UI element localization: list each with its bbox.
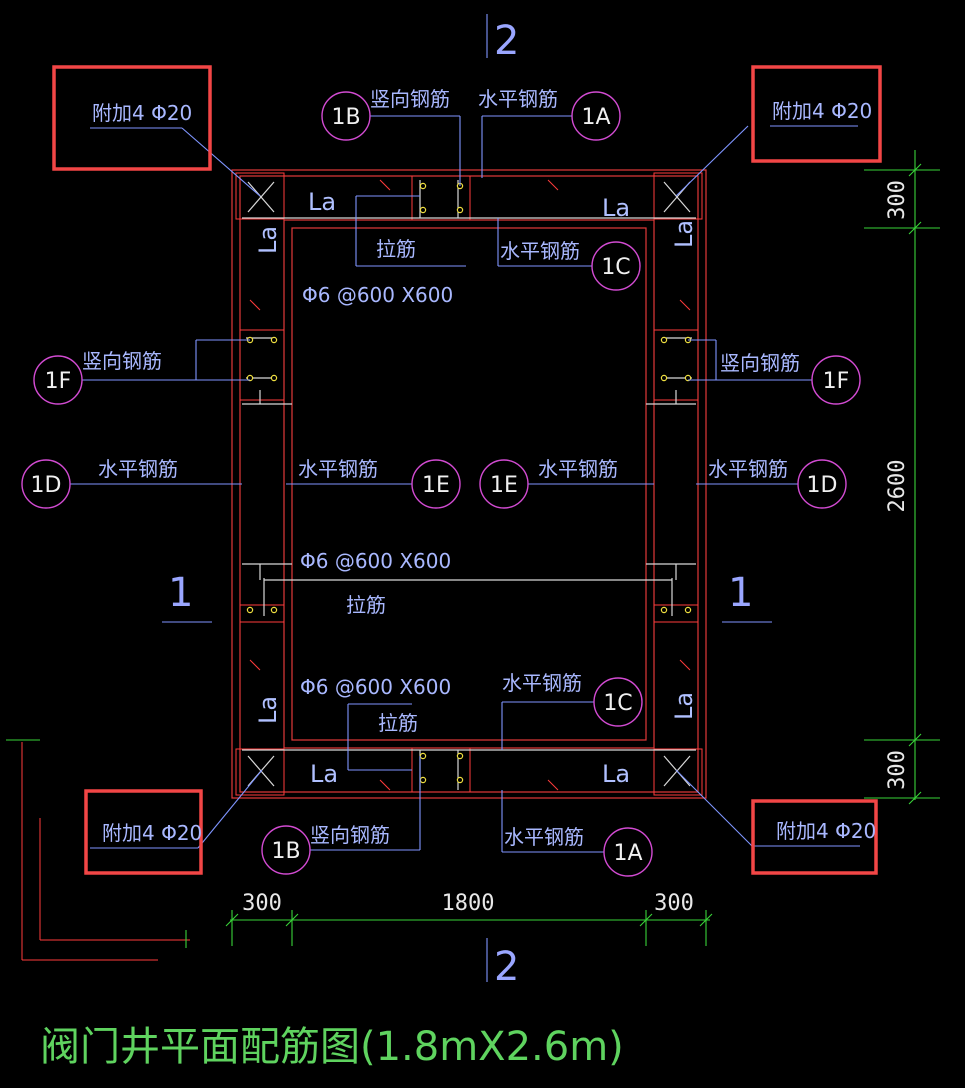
- section-marker-right: 1: [728, 570, 753, 616]
- anchorage-label-bottom-right: La: [602, 760, 630, 788]
- vertical-bar-label-bottom: 竖向钢筋: [310, 823, 390, 847]
- dimension-lines: [225, 150, 940, 946]
- tie-bar-label-middle: 拉筋: [346, 593, 386, 617]
- tie-spec-bottom: Φ6 @600 X600: [300, 675, 451, 699]
- horizontal-bar-label-top: 水平钢筋: [478, 87, 558, 111]
- section-marker-left: 1: [168, 570, 193, 616]
- dim-right-middle: 2600: [885, 460, 910, 513]
- dim-right-bottom: 300: [885, 750, 910, 790]
- vertical-bar-label-top: 竖向钢筋: [370, 87, 450, 111]
- ucs-axis-icon: [6, 739, 190, 961]
- circle-1C-bottom: 1C: [603, 691, 632, 716]
- circle-1E-right: 1E: [490, 473, 518, 498]
- anchorage-label-bottom-left: La: [310, 760, 338, 788]
- circle-1D-right: 1D: [807, 473, 838, 498]
- dim-bottom-right: 300: [654, 891, 694, 916]
- circle-1D-left: 1D: [31, 473, 62, 498]
- dim-bottom-middle: 1800: [442, 891, 495, 916]
- tie-spec-middle: Φ6 @600 X600: [300, 549, 451, 573]
- circle-1F-right: 1F: [823, 369, 850, 394]
- additional-bars-bottom-right: 附加4 Φ20: [776, 819, 876, 843]
- circle-1F-left: 1F: [45, 369, 72, 394]
- dim-bottom-left: 300: [242, 891, 282, 916]
- tie-spec-top: Φ6 @600 X600: [302, 283, 453, 307]
- anchorage-label-right-lower: La: [670, 692, 698, 720]
- section-marker-top: 2: [494, 18, 519, 64]
- circle-1B-bottom: 1B: [271, 839, 300, 864]
- tie-bar-label-bottom: 拉筋: [378, 711, 418, 735]
- callout-circles: [21, 91, 861, 877]
- rebar-dots: [246, 182, 692, 784]
- additional-bars-top-left: 附加4 Φ20: [92, 101, 192, 125]
- circle-1B-top: 1B: [331, 105, 360, 130]
- dim-right-top: 300: [885, 180, 910, 220]
- circle-1A-top: 1A: [581, 105, 610, 130]
- anchorage-label-top-left: La: [308, 188, 336, 216]
- horizontal-bar-label-1D-left: 水平钢筋: [98, 457, 178, 481]
- anchorage-label-left-lower: La: [254, 696, 282, 724]
- leader-lines: [70, 115, 860, 853]
- section-marker-bottom: 2: [494, 944, 519, 990]
- anchorage-label-right-upper: La: [670, 220, 698, 248]
- horizontal-bar-label-1E-left: 水平钢筋: [298, 457, 378, 481]
- drawing-title: 阀门井平面配筋图(1.8mX2.6m): [40, 1024, 624, 1070]
- horizontal-bar-label-bottom: 水平钢筋: [504, 825, 584, 849]
- tie-bar-label-top: 拉筋: [376, 237, 416, 261]
- additional-bars-top-right: 附加4 Φ20: [772, 99, 872, 123]
- anchorage-label-top-right: La: [602, 194, 630, 222]
- horizontal-bar-label-1C-bottom: 水平钢筋: [502, 671, 582, 695]
- horizontal-bar-label-1D-right: 水平钢筋: [708, 457, 788, 481]
- circle-1A-bottom: 1A: [613, 841, 642, 866]
- horizontal-bar-label-1E-right: 水平钢筋: [538, 457, 618, 481]
- circle-1E-left: 1E: [422, 473, 450, 498]
- circle-1C-top: 1C: [601, 255, 630, 280]
- additional-bars-bottom-left: 附加4 Φ20: [102, 821, 202, 845]
- highlight-boxes: [52, 65, 882, 875]
- vertical-bar-label-right: 竖向钢筋: [720, 351, 800, 375]
- anchorage-label-left-upper: La: [254, 226, 282, 254]
- horizontal-bar-label-1C-top: 水平钢筋: [500, 239, 580, 263]
- vertical-bar-label-left: 竖向钢筋: [82, 349, 162, 373]
